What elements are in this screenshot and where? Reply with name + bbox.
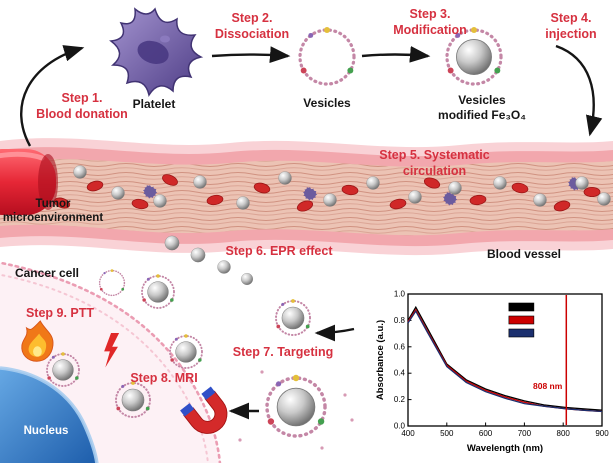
step5-line1: Step 5. Systematic (379, 148, 490, 162)
vesicle-illustration (298, 25, 356, 86)
step2-line2: Dissociation (214, 27, 290, 41)
y-tick-label: 0.2 (394, 395, 406, 404)
targeted-vesicle-large (267, 375, 325, 436)
empty-vesicle (98, 268, 126, 297)
plot-frame (407, 293, 603, 427)
x-axis-label: Wavelength (nm) (467, 443, 543, 454)
step8-label: Step 8. MRI (130, 371, 198, 385)
platelet-illustration (110, 8, 202, 96)
legend-swatch-red (508, 315, 535, 325)
absorbance-chart: 400 500 600 700 800 900 0.0 0.2 0.4 0.6 0.8 1.0 808 … (374, 288, 610, 456)
step1-line1: Step 1. (61, 91, 103, 105)
targeted-vesicle (276, 299, 310, 335)
arrow-step3 (361, 46, 431, 63)
tumor-microenvironment-label: Tumor microenvironment (0, 197, 106, 225)
legend-swatch-navy (508, 328, 535, 338)
arrow-step1 (20, 45, 85, 147)
step5-line2: circulation (402, 164, 467, 178)
platelet-label: Platelet (132, 97, 176, 111)
step1-line2: Blood donation (36, 107, 128, 121)
fire-icon (21, 320, 54, 362)
step3-line2: Modification (393, 23, 467, 37)
series-line-black (407, 305, 603, 411)
step2-line1: Step 2. (231, 11, 273, 25)
tumor-line2: microenvironment (2, 212, 104, 224)
x-tick-label: 700 (518, 429, 532, 438)
arrow-step2 (211, 46, 291, 63)
y-tick-label: 0.8 (394, 316, 406, 325)
vessel-opening (0, 149, 58, 215)
blood-vessel-label: Blood vessel (486, 247, 562, 261)
flow-arrows (20, 44, 603, 420)
y-tick-label: 1.0 (394, 290, 406, 299)
nucleus-label: Nucleus (23, 425, 69, 437)
lightning-icon (104, 333, 120, 368)
y-axis-label: Absorbance (a.u.) (375, 320, 386, 400)
cancer-cell-membrane (0, 261, 222, 463)
x-tick-label: 800 (557, 429, 571, 438)
y-tick-label: 0.6 (394, 342, 406, 351)
step6-label: Step 6. EPR effect (225, 244, 333, 258)
arrow-step7 (314, 324, 355, 342)
cancer-cell-label: Cancer cell (14, 266, 80, 280)
legend-swatch-black (508, 302, 535, 312)
x-tick-label: 900 (595, 429, 609, 438)
modified-vesicles-line2: modified Fe₃O₄ (438, 108, 526, 122)
step7-label: Step 7. Targeting (232, 345, 334, 359)
step9-label: Step 9. PTT (25, 306, 95, 320)
step5-label: Step 5. Systematic circulation (352, 147, 517, 179)
modified-vesicles-line1: Vesicles (458, 93, 506, 107)
step3-line1: Step 3. (409, 7, 451, 21)
absorbance-chart-plot: 400 500 600 700 800 900 0.0 0.2 0.4 0.6 0.8 1.0 808 … (375, 290, 609, 455)
modified-vesicles-label: Vesicles modified Fe₃O₄ (420, 93, 544, 123)
y-tick-label: 0.4 (394, 369, 406, 378)
step4-line2: injection (545, 27, 597, 41)
vesicles-label: Vesicles (303, 96, 351, 110)
series-line-navy (407, 309, 603, 413)
x-tick-label: 600 (479, 429, 493, 438)
red-blood-cells (53, 174, 601, 212)
step4-line1: Step 4. (550, 11, 592, 25)
x-tick-label: 500 (440, 429, 454, 438)
step4-label: Step 4. injection (532, 10, 610, 42)
step3-label: Step 3. Modification (372, 6, 488, 38)
annotation-label-808: 808 nm (533, 381, 563, 391)
step2-label: Step 2. Dissociation (196, 10, 308, 42)
step1-label: Step 1. Blood donation (18, 90, 146, 122)
magnet-icon (180, 386, 228, 434)
targeted-vesicle (142, 274, 174, 308)
arrow-step4 (555, 44, 603, 137)
x-tick-label: 400 (401, 429, 415, 438)
blood-cells (53, 165, 611, 212)
membrane-fragments (238, 370, 354, 450)
y-tick-label: 0.0 (394, 422, 406, 431)
tumor-line1: Tumor (35, 198, 71, 210)
targeted-vesicle (170, 334, 202, 368)
nucleus-shape (0, 366, 99, 463)
